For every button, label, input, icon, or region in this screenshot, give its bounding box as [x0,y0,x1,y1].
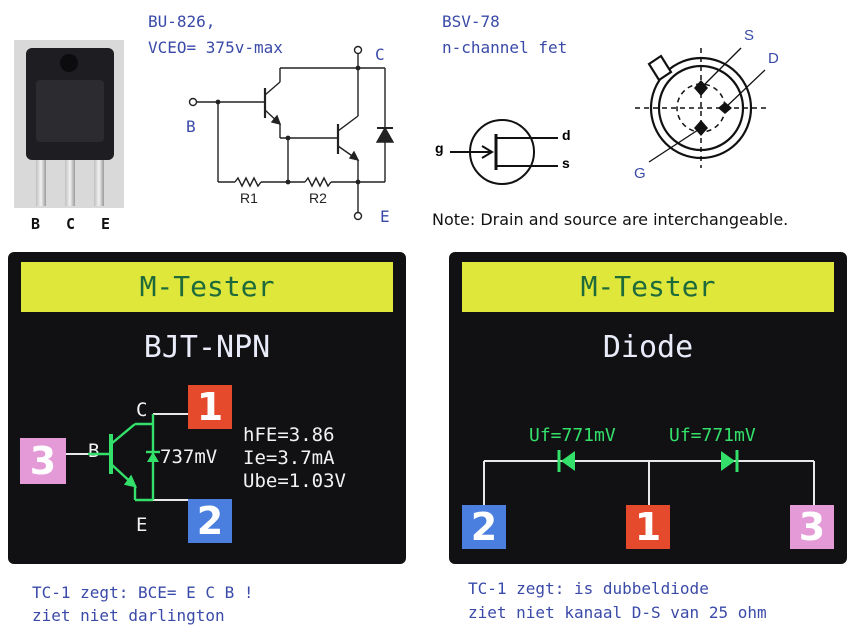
darlington-schematic [188,45,395,221]
pin-label-b: B [31,215,41,233]
bjt-label-c: C [136,399,148,421]
schematic-label-r1: R1 [240,190,258,206]
bjt-diode-voltage: 737mV [160,446,218,468]
part-desc-fet: n-channel fet [442,38,568,57]
caption-right-line1: TC-1 zegt: is dubbeldiode [468,579,709,598]
caption-right-line2: ziet niet kanaal D-S van 25 ohm [468,603,767,622]
tester-screen-left: M-Tester BJT-NPN 1 3 2 C B E 737mV hFE=3… [8,252,406,564]
transistor-package-photo [14,40,124,208]
fet-symbol [450,119,558,185]
package-label-g: G [634,165,646,182]
screen-right-header: M-Tester [462,262,834,312]
caption-left-line1: TC-1 zegt: BCE= E C B ! [32,583,254,602]
npn-symbol [66,413,188,502]
lead-e [94,160,104,206]
pin-2-box: 2 [188,499,232,543]
bjt-label-b: B [88,440,100,462]
package-label-d: D [768,50,779,67]
pin-1-box: 1 [188,385,232,429]
pin-label-e: E [101,215,111,233]
tester-screen-right: M-Tester Diode Uf=771mV Uf=771mV 2 1 3 [449,252,847,564]
part-title-bsv78: BSV-78 [442,12,500,31]
interchangeable-note: Note: Drain and source are interchangeab… [432,210,789,229]
pin-1-box: 1 [626,505,670,549]
caption-left-line2: ziet niet darlington [32,606,225,625]
lead-b [36,160,46,206]
part-spec-vceo: VCEO= 375v-max [148,38,283,57]
fet-package-diagram [635,47,767,168]
pin-3-box: 3 [20,438,66,484]
part-title-bu826: BU-826, [148,12,216,31]
schematic-label-c: C [375,45,385,64]
reading-ube: Ube=1.03V [243,470,346,492]
schematic-label-b: B [186,117,196,136]
package-label-s: S [744,27,755,44]
mounting-hole [60,54,78,72]
transistor-body [26,48,114,160]
fet-label-s: s [562,155,570,171]
transistor-face [36,80,104,142]
pin-3-box: 3 [790,505,834,549]
uf-left-label: Uf=771mV [529,425,616,446]
screen-left-mode: BJT-NPN [143,330,271,365]
double-diode-symbol [483,450,815,505]
pin-label-c: C [66,215,76,233]
bjt-label-e: E [136,514,148,536]
lead-c [65,160,75,206]
schematic-label-e: E [380,207,390,226]
screen-left-header: M-Tester [21,262,393,312]
pin-2-box: 2 [462,505,506,549]
screen-right-mode: Diode [602,330,694,365]
uf-right-label: Uf=771mV [669,425,756,446]
reading-hfe: hFE=3.86 [243,424,335,446]
schematic-label-r2: R2 [309,190,327,206]
reading-ie: Ie=3.7mA [243,447,335,469]
fet-label-g: g [435,140,444,156]
fet-label-d: d [562,127,571,143]
